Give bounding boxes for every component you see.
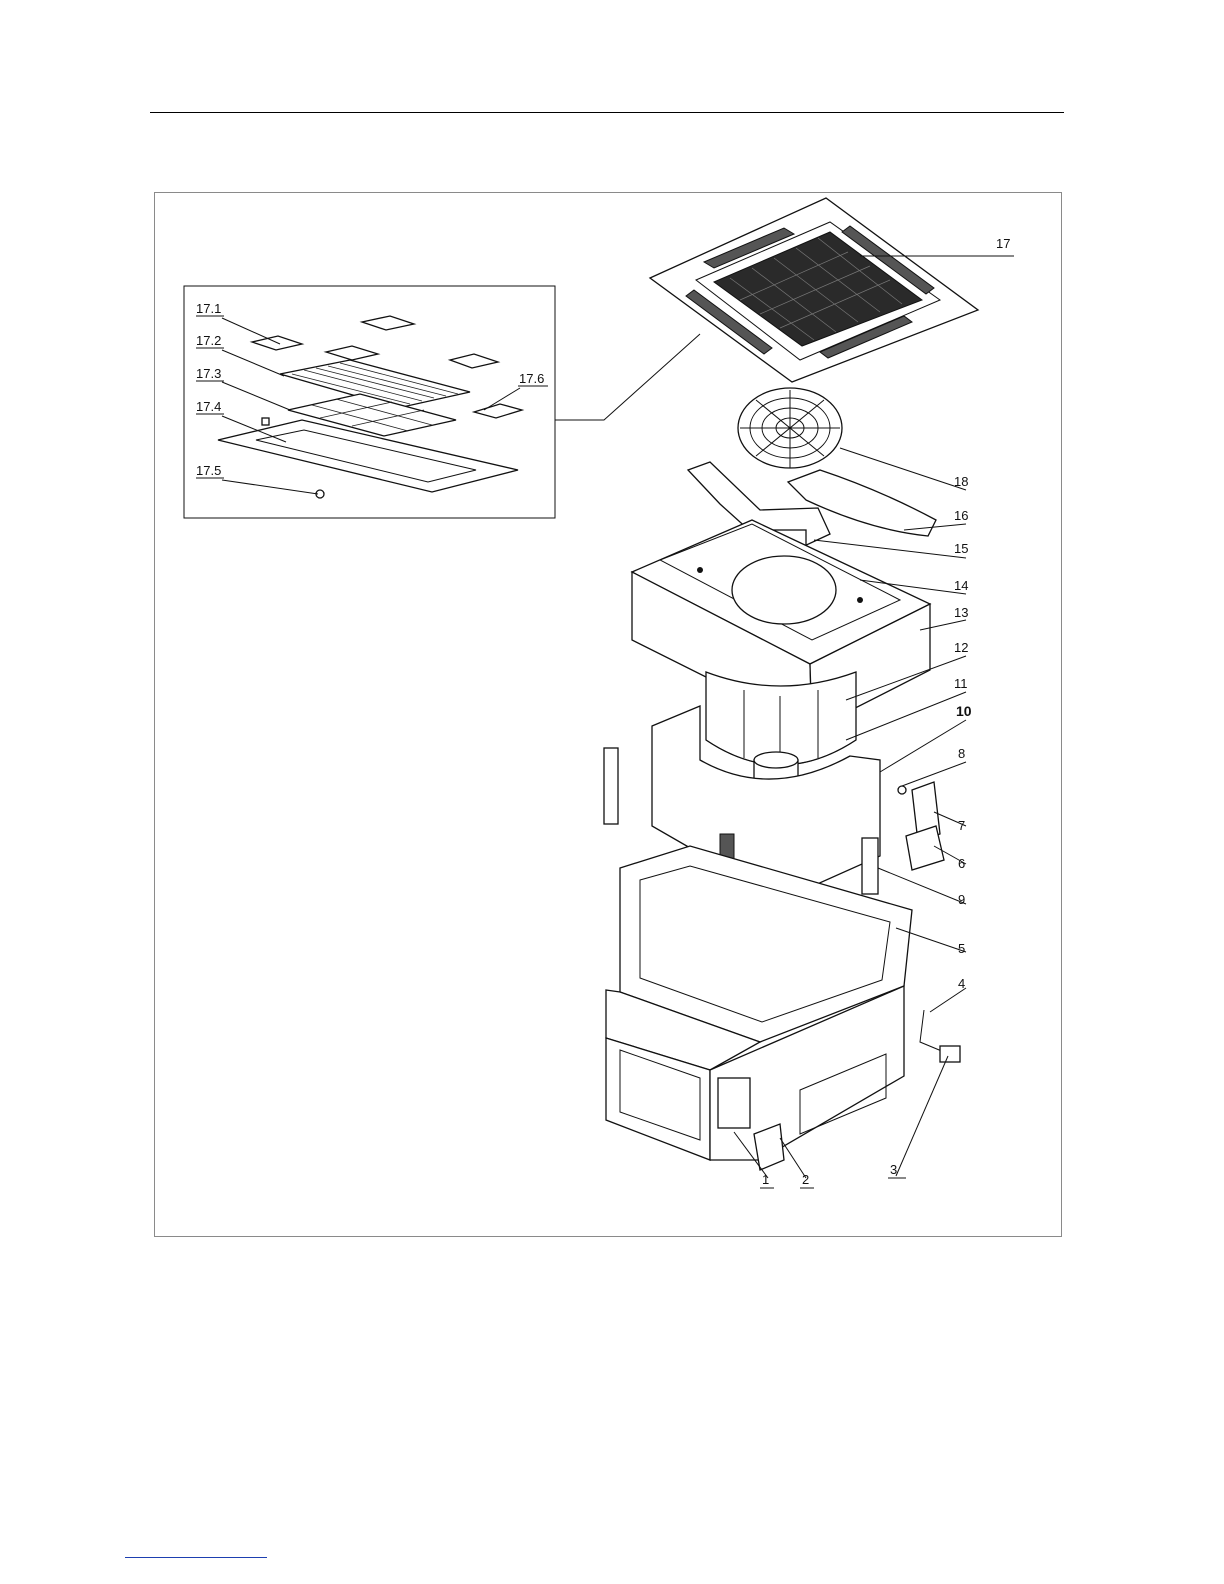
callout-17-5: 17.5	[196, 463, 221, 478]
side-bracket-part	[604, 748, 618, 824]
callout-8: 8	[958, 746, 965, 761]
main-assembly	[604, 198, 1014, 1188]
callout-10: 10	[956, 703, 972, 719]
corner-cover-part	[450, 354, 498, 368]
panel-detail-inset	[184, 286, 555, 518]
callout-18: 18	[954, 474, 968, 489]
callout-16: 16	[954, 508, 968, 523]
inset-leader	[555, 334, 700, 420]
callout-17-4: 17.4	[196, 399, 221, 414]
callout-4: 4	[958, 976, 965, 991]
callout-9: 9	[958, 892, 965, 907]
callout-17-2: 17.2	[196, 333, 221, 348]
fastener-part	[898, 786, 906, 794]
display-board-part	[474, 404, 522, 418]
bracket-part	[862, 838, 878, 894]
callout-14: 14	[954, 578, 968, 593]
callout-17-1: 17.1	[196, 301, 221, 316]
callout-6: 6	[958, 856, 965, 871]
drain-pipe-part	[920, 1010, 960, 1062]
callout-3: 3	[890, 1162, 897, 1177]
callout-1: 1	[762, 1172, 769, 1187]
callout-15: 15	[954, 541, 968, 556]
panel-part	[650, 198, 978, 382]
footer-rule	[125, 1557, 267, 1558]
callout-13: 13	[954, 605, 968, 620]
callout-17-3: 17.3	[196, 366, 221, 381]
callout-5: 5	[958, 941, 965, 956]
callout-7: 7	[958, 818, 965, 833]
callout-11: 11	[954, 676, 968, 691]
corner-cover-part	[326, 346, 378, 360]
callout-17-6: 17.6	[519, 371, 544, 386]
callout-12: 12	[954, 640, 968, 655]
fan-guard-part	[738, 388, 842, 468]
callout-2: 2	[802, 1172, 809, 1187]
clip-part	[262, 418, 269, 425]
control-box-part	[906, 782, 944, 870]
corner-cover-part	[362, 316, 414, 330]
callout-17: 17	[996, 236, 1010, 251]
